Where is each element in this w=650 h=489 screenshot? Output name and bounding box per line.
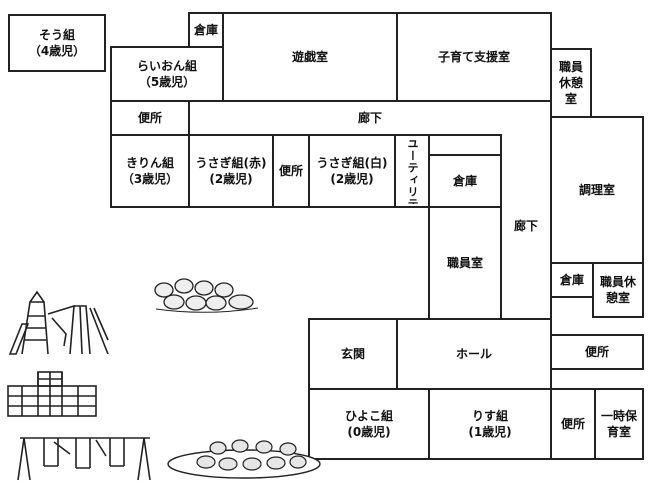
corridor-1-name: 廊下: [357, 110, 382, 125]
room-usagi-shiro: うさぎ組(白) (2歳児): [308, 134, 396, 208]
room-usagi-shiro-name: うさぎ組(白): [316, 155, 388, 170]
room-usagi-aka-name: うさぎ組(赤): [195, 155, 267, 170]
children-group-icon: [154, 278, 259, 313]
room-genkan-name: 玄関: [340, 346, 365, 361]
room-storage-right: 倉庫: [550, 262, 594, 298]
room-toilet-4-name: 便所: [560, 416, 585, 431]
room-usagi-shiro-age: (2歳児): [330, 172, 374, 186]
room-toilet-1-name: 便所: [137, 110, 162, 125]
room-toilet-1: 便所: [110, 100, 190, 136]
room-staff-rest-2-name: 職員休憩室: [599, 274, 636, 305]
room-toilet-2: 便所: [272, 134, 310, 208]
room-hall-name: ホール: [455, 346, 492, 361]
room-sou: そう組 （4歳児）: [8, 14, 106, 72]
room-staff-rest-1-name: 職員休憩室: [558, 59, 583, 107]
room-sou-age: （4歳児）: [28, 44, 86, 58]
room-hiyoko-name: ひよこ組: [344, 408, 393, 423]
room-staff-name: 職員室: [446, 255, 483, 270]
room-yugi: 遊戯室: [222, 12, 398, 102]
room-toilet-2-name: 便所: [278, 163, 303, 178]
jungle-gym-icon: [7, 371, 97, 417]
room-kirin: きりん組 （3歳児）: [110, 134, 190, 208]
room-raion: らいおん組 （5歳児）: [110, 46, 224, 102]
room-sou-name: そう組: [38, 27, 75, 42]
corridor-2: 廊下: [500, 134, 552, 320]
room-toilet-3-name: 便所: [584, 344, 609, 359]
room-kosodate-name: 子育て支援室: [437, 49, 510, 64]
swing-icon: [17, 437, 151, 481]
room-storage-mid-name: 倉庫: [452, 173, 477, 188]
room-usagi-aka-age: (2歳児): [209, 172, 253, 186]
room-utility-name: ユーティリティ: [406, 138, 419, 204]
room-utility: ユーティリティ: [394, 134, 430, 208]
room-toilet-4: 便所: [550, 388, 596, 460]
room-hiyoko-age: (0歳児): [347, 425, 391, 439]
room-storage-right-name: 倉庫: [559, 272, 584, 287]
room-ichiji: 一時保育室: [594, 388, 644, 460]
corridor-2-name: 廊下: [513, 218, 538, 233]
room-usagi-aka: うさぎ組(赤) (2歳児): [188, 134, 274, 208]
room-ichiji-name: 一時保育室: [600, 408, 637, 439]
room-kitchen: 調理室: [550, 116, 644, 264]
room-risu-age: (1歳児): [468, 425, 512, 439]
room-risu: りす組 (1歳児): [428, 388, 552, 460]
playground-slide-icon: [8, 290, 109, 355]
corridor-1: 廊下: [188, 100, 552, 136]
room-kosodate: 子育て支援室: [396, 12, 552, 102]
room-kirin-name: きりん組: [125, 155, 174, 170]
room-toilet-3: 便所: [550, 334, 644, 370]
room-staff-rest-1: 職員休憩室: [550, 48, 592, 118]
room-storage-top-name: 倉庫: [193, 22, 218, 37]
room-raion-name: らいおん組: [136, 58, 197, 73]
room-kirin-age: （3歳児）: [121, 172, 179, 186]
room-hiyoko: ひよこ組 (0歳児): [308, 388, 430, 460]
room-staff-rest-2: 職員休憩室: [592, 262, 644, 318]
room-hall: ホール: [396, 318, 552, 390]
room-raion-age: （5歳児）: [138, 75, 196, 89]
room-kitchen-name: 調理室: [578, 182, 615, 197]
room-staff: 職員室: [428, 206, 502, 320]
sandbox-children-icon: [167, 439, 321, 479]
room-yugi-name: 遊戯室: [291, 49, 328, 64]
room-storage-top: 倉庫: [188, 12, 224, 48]
room-risu-name: りす組: [471, 408, 508, 423]
room-storage-mid: 倉庫: [428, 154, 502, 208]
room-genkan: 玄関: [308, 318, 398, 390]
